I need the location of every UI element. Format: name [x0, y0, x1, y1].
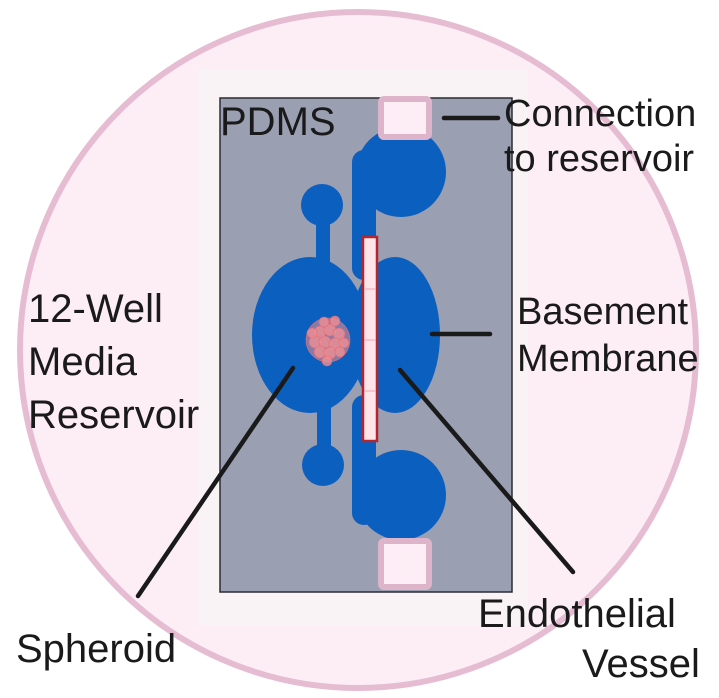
- top-right-bulb: [356, 127, 446, 217]
- membrane-label-line1: Basement: [517, 291, 689, 333]
- connection-label-line2: to reservoir: [504, 138, 695, 180]
- reservoir-label-line2: Media: [28, 340, 137, 384]
- basement-membrane: [361, 235, 379, 443]
- top-left-stem: [316, 205, 330, 265]
- membrane-segments: [364, 288, 376, 392]
- spheroid-leader: [135, 365, 296, 599]
- bottom-port: [378, 538, 432, 590]
- vessel-leader: [397, 367, 576, 575]
- reservoir-label-line1: 12-Well: [28, 287, 163, 331]
- bottom-left-stem: [317, 400, 331, 466]
- leader-lines: [135, 115, 576, 599]
- vessel-label-line2: Vessel: [582, 642, 700, 686]
- bottom-right-bulb: [356, 450, 446, 540]
- spheroid-cluster: [305, 315, 351, 367]
- pdms-label: PDMS: [220, 100, 336, 144]
- vessel-label-line1: Endothelial: [478, 592, 676, 636]
- top-port: [378, 96, 432, 140]
- reservoir-label-line3: Reservoir: [28, 393, 200, 437]
- membrane-label-line2: Membrane: [517, 338, 699, 380]
- connection-label-line1: Connection: [504, 93, 697, 135]
- spheroid-label: Spheroid: [16, 627, 177, 671]
